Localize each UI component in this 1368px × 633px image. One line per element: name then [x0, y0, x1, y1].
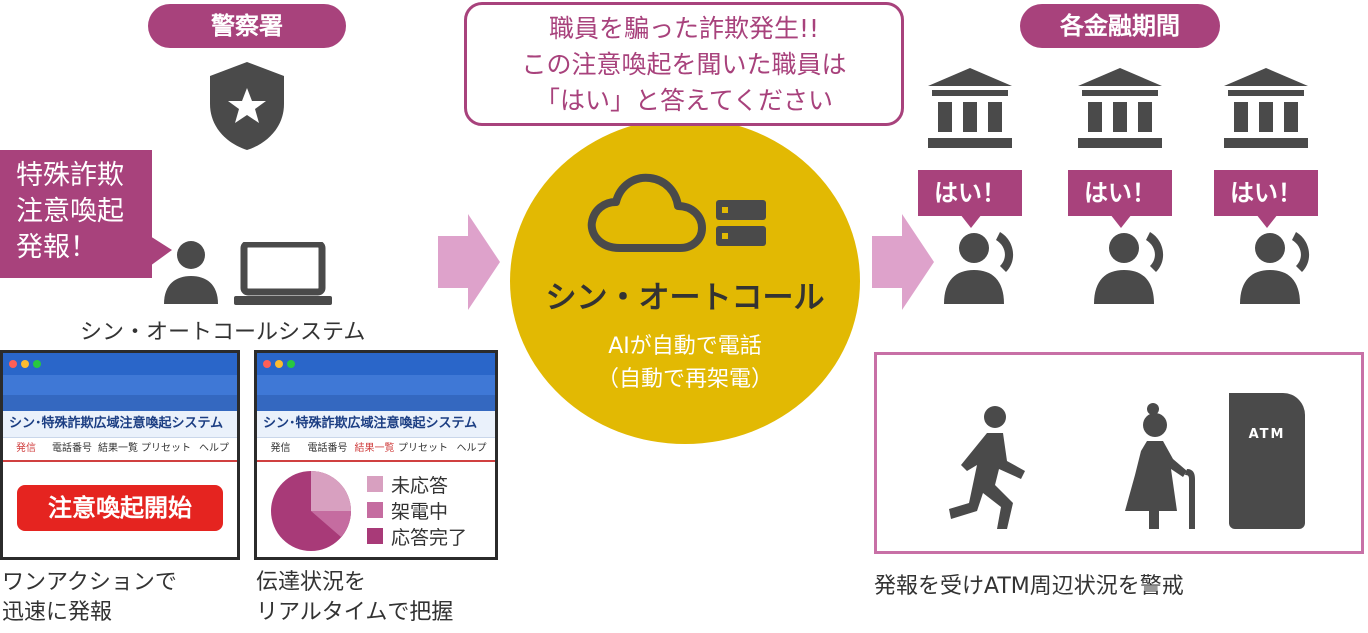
start-alert-button[interactable]: 注意喚起開始 — [17, 485, 223, 531]
callout-pointer — [150, 236, 172, 266]
tab-help[interactable]: ヘルプ — [456, 443, 487, 454]
service-description-line: AIが自動で電話 — [608, 334, 762, 359]
tab-results[interactable]: 結果一覧 — [98, 443, 138, 454]
alert-callout: 特殊詐欺 注意喚起 発報！ — [0, 150, 152, 278]
atm-machine-icon: ATM — [1229, 393, 1305, 529]
flow-arrow-right-icon — [872, 214, 934, 310]
alert-callout-line: 発報！ — [16, 232, 97, 263]
pie-slice-calling — [311, 511, 351, 537]
notice-line: 職員を騙った詐欺発生!! — [548, 14, 820, 43]
operator-person-icon — [164, 241, 218, 304]
legend-label: 応答完了 — [391, 526, 468, 549]
service-name: シン・オートコール — [545, 280, 825, 316]
legend-item: 応答完了 — [367, 523, 467, 549]
tab-send[interactable]: 発信 — [16, 443, 36, 454]
notice-message-box: 職員を騙った詐欺発生!! この注意喚起を聞いた職員は 「はい」と答えてください — [464, 2, 904, 126]
screen1-caption-line: ワンアクションで — [2, 570, 177, 595]
bubble-pointer — [1110, 214, 1132, 228]
system-label: シン・オートコールシステム — [80, 320, 366, 345]
legend-item: 架電中 — [367, 497, 467, 523]
app-title: シン･特殊詐欺広域注意喚起システム — [3, 411, 237, 438]
legend-label: 未応答 — [391, 474, 449, 497]
tab-preset[interactable]: プリセット — [141, 443, 191, 454]
bank-building-icon — [1078, 68, 1162, 148]
running-person-icon — [949, 406, 1025, 529]
screen2-caption: 伝達状況を リアルタイムで把握 — [256, 568, 453, 628]
screen1-caption: ワンアクションで 迅速に発報 — [2, 568, 177, 628]
bank-building-icon — [928, 68, 1012, 148]
bank-response-bubble: はい！ — [918, 170, 1022, 216]
bubble-pointer — [1256, 214, 1278, 228]
tab-phone-number[interactable]: 電話番号 — [307, 443, 348, 454]
notice-line: この注意喚起を聞いた職員は — [521, 50, 847, 79]
alert-callout-line: 注意喚起 — [16, 196, 124, 227]
atm-watch-panel: ATM — [874, 352, 1364, 554]
bank-building-icon — [1224, 68, 1308, 148]
bubble-pointer — [960, 214, 982, 228]
legend-label: 架電中 — [391, 500, 449, 523]
service-description-line: （自動で再架電） — [596, 367, 773, 392]
police-station-label: 警察署 — [148, 4, 346, 48]
app-title: シン･特殊詐欺広域注意喚起システム — [257, 411, 495, 438]
pie-slice-unanswered — [311, 471, 351, 511]
legend-item: 未応答 — [367, 471, 467, 497]
bank-response-bubble: はい！ — [1214, 170, 1318, 216]
laptop-icon — [234, 242, 332, 305]
atm-label: ATM — [1248, 427, 1286, 442]
app-tabs: 発信 電話番号 結果一覧 プリセット ヘルプ — [3, 438, 237, 462]
atm-caption: 発報を受けATM周辺状況を警戒 — [874, 574, 1184, 599]
screen2-caption-line: 伝達状況を — [256, 570, 367, 595]
tab-phone-number[interactable]: 電話番号 — [52, 443, 92, 454]
service-description: AIが自動で電話 （自動で再架電） — [510, 330, 860, 396]
cloud-server-icon — [587, 173, 766, 252]
notice-line: 「はい」と答えてください — [534, 86, 833, 115]
system-screen-launch: シン･特殊詐欺広域注意喚起システム 発信 電話番号 結果一覧 プリセット ヘルプ… — [0, 350, 240, 560]
status-legend: 未応答 架電中 応答完了 — [367, 471, 467, 549]
tab-help[interactable]: ヘルプ — [199, 443, 229, 454]
app-tabs: 発信 電話番号 結果一覧 プリセット ヘルプ — [257, 438, 495, 462]
tab-send[interactable]: 発信 — [270, 443, 291, 454]
financial-institutions-label: 各金融期間 — [1020, 4, 1220, 48]
bank-staff-phone-icon — [1240, 232, 1310, 304]
police-shield-icon — [210, 62, 284, 150]
tab-results[interactable]: 結果一覧 — [354, 443, 395, 454]
status-pie-chart — [271, 471, 351, 551]
auto-call-circle — [510, 118, 860, 444]
screen2-caption-line: リアルタイムで把握 — [256, 600, 454, 625]
bank-staff-phone-icon — [944, 232, 1014, 304]
tab-preset[interactable]: プリセット — [398, 443, 448, 454]
screen1-caption-line: 迅速に発報 — [2, 600, 113, 625]
bank-response-bubble: はい！ — [1068, 170, 1172, 216]
flow-arrow-right-icon — [438, 214, 500, 310]
bank-staff-phone-icon — [1094, 232, 1164, 304]
elderly-person-icon — [1125, 403, 1195, 529]
system-screen-status: シン･特殊詐欺広域注意喚起システム 発信 電話番号 結果一覧 プリセット ヘルプ… — [254, 350, 498, 560]
alert-callout-line: 特殊詐欺 — [16, 160, 124, 191]
